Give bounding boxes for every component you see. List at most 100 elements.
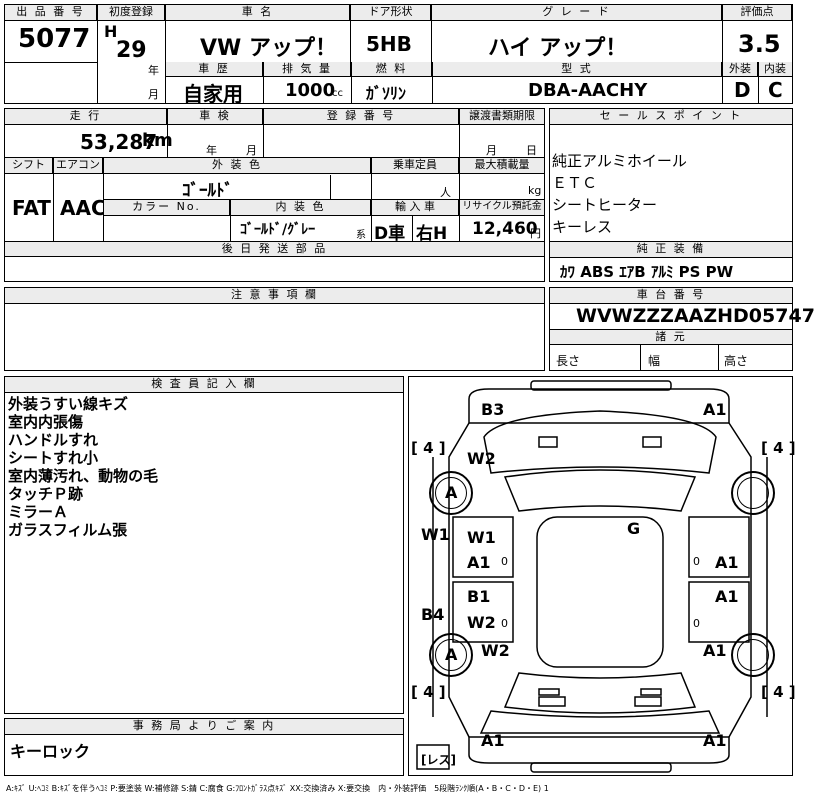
lot-number: 5077 [18, 24, 91, 54]
capacity-header: 乗車定員 [372, 158, 459, 174]
sales-point: シートヒーター [552, 196, 658, 214]
tire-rear-left [429, 633, 473, 677]
interior-color-suffix: 系 [356, 230, 366, 241]
mark-w2-rear-fender: W2 [481, 641, 510, 660]
plate-header: 登 録 番 号 [264, 109, 459, 125]
sales-point: ＥＴＣ [552, 174, 598, 192]
tread-depth-front-right: [ 4 ] [761, 439, 796, 457]
legend: A:ｷｽﾞ U:ﾍｺﾐ B:ｷｽﾞを伴うﾍｺﾐ P:要塗装 W:補修跡 S:錆 … [6, 784, 549, 793]
mark-a-rear-wheel: A [445, 645, 458, 664]
shift-header: シフト [5, 158, 53, 174]
mark-w2-front-fender: W2 [467, 449, 496, 468]
remark-item: 外装うすい線キズ [8, 395, 129, 413]
overall-score: 3.5 [738, 30, 781, 58]
mileage-unit: km [142, 130, 173, 151]
shift-type: FAT [12, 196, 51, 220]
displacement-unit: cc [332, 88, 343, 99]
first-registration-header: 初度登録 [98, 5, 165, 21]
max-load-unit: kg [528, 184, 542, 197]
car-name: VW アップ！ [200, 36, 337, 61]
details-block [4, 108, 545, 282]
aircon-type: AAC [60, 196, 106, 220]
remark-item: ガラスフィルム張 [8, 521, 128, 539]
remark-item: 室内薄汚れ、動物の毛 [8, 467, 159, 485]
chassis-number-header: 車 台 番 号 [550, 288, 792, 304]
sales-points-list: 純正アルミホイール ＥＴＣ シートヒーター キーレス [552, 150, 788, 238]
height-label: 高さ [724, 354, 749, 368]
import-header: 輸 入 車 [372, 200, 459, 216]
tire-front-right [731, 471, 775, 515]
remark-item: ハンドルすれ [8, 431, 99, 449]
door-handle-mark: 0 [501, 555, 508, 568]
mileage: 53,287 [80, 130, 158, 154]
car-outline [416, 380, 768, 773]
genuine-equipment-header: 純 正 装 備 [550, 242, 792, 258]
exterior-color-header: 外 装 色 [104, 158, 371, 174]
mark-g-windshield: G [627, 519, 641, 538]
mileage-header: 走 行 [5, 109, 167, 125]
inspector-header: 検 査 員 記 入 欄 [5, 377, 403, 393]
remark-item: シートすれ小 [8, 449, 99, 467]
header-block [4, 4, 793, 104]
mark-b4: B4 [421, 605, 445, 624]
tread-depth-rear-right: [ 4 ] [761, 683, 796, 701]
mark-a1-left-front-door: A1 [467, 553, 491, 572]
grade-header: グ レ ー ド [432, 5, 722, 21]
mark-w1-left-side: W1 [421, 525, 450, 544]
recycle-fee-unit: 円 [530, 227, 541, 240]
sales-points-header: セ ー ル ス ポ イ ン ト [550, 109, 792, 125]
max-load-header: 最大積載量 [460, 158, 544, 174]
door-handle-mark: 0 [501, 617, 508, 630]
steering-side: 右H [416, 224, 448, 244]
fuel-header: 燃 料 [352, 62, 432, 77]
exterior-grade-header: 外装 [723, 62, 758, 77]
inspection-month-unit: 月 [246, 144, 257, 157]
door-handle-mark: 0 [693, 555, 700, 568]
mark-b1: B1 [467, 587, 491, 606]
chassis-block [549, 287, 793, 371]
office-notice: キーロック [10, 742, 91, 761]
inspection-header: 車 検 [168, 109, 263, 125]
aircon-header: エアコン [54, 158, 103, 174]
interior-color-header: 内 装 色 [231, 200, 371, 216]
sales-points-block [549, 108, 793, 282]
month-unit: 月 [148, 88, 159, 101]
color-no-header: カラー No. [104, 200, 230, 216]
car-name-header: 車 名 [166, 5, 350, 21]
tire-rear-right [731, 633, 775, 677]
era-label: H [104, 22, 118, 41]
mark-a-front-wheel: A [445, 483, 458, 502]
genuine-equipment: ｶﾜ ABS ｴｱB ｱﾙﾐ PS PW [560, 263, 734, 281]
lot-number-header: 出 品 番 号 [5, 5, 97, 21]
spare-tire-status: [レス] [421, 753, 456, 767]
transfer-day-unit: 日 [526, 144, 537, 157]
specs-header: 諸 元 [550, 330, 792, 345]
import-type: D車 [374, 224, 406, 244]
chassis-number: WVWZZZAAZHD05747 [576, 305, 815, 327]
damage-diagram: B3 A1 [ 4 ] [ 4 ] [ 4 ] [ 4 ] W2 A G W1 … [408, 376, 796, 776]
inspection-year-unit: 年 [206, 144, 217, 157]
history-header: 車 歴 [166, 62, 263, 77]
length-label: 長さ [556, 354, 581, 368]
tread-depth-rear-left: [ 4 ] [411, 683, 446, 701]
tire-front-left [429, 471, 473, 515]
remark-item: 室内内張傷 [8, 413, 84, 431]
sales-point: キーレス [552, 218, 613, 236]
mark-b3: B3 [481, 400, 505, 419]
model-code-header: 型 式 [433, 62, 722, 77]
mark-a1-top-right: A1 [703, 400, 727, 419]
tread-depth-front-left: [ 4 ] [411, 439, 446, 457]
door-type-header: ドア形状 [351, 5, 431, 21]
recycle-fee: 12,460 [472, 219, 538, 239]
inspector-remarks: 外装うすい線キズ 室内内張傷 ハンドルすれ シートすれ小 室内薄汚れ、動物の毛 … [8, 395, 398, 539]
score-header: 評価点 [723, 5, 792, 21]
remark-item: ミラーＡ [8, 503, 69, 521]
notes-header: 注 意 事 項 欄 [5, 288, 544, 304]
interior-grade-header: 内装 [758, 62, 792, 77]
door-type: 5HB [366, 32, 412, 56]
mark-a1-bottom-right: A1 [703, 731, 727, 750]
door-handle-mark: 0 [693, 617, 700, 630]
capacity-unit: 人 [440, 186, 451, 199]
interior-color: ｺﾞｰﾙﾄﾞ/ｸﾞﾚｰ [240, 222, 316, 238]
mark-a1-right-rear: A1 [703, 641, 727, 660]
